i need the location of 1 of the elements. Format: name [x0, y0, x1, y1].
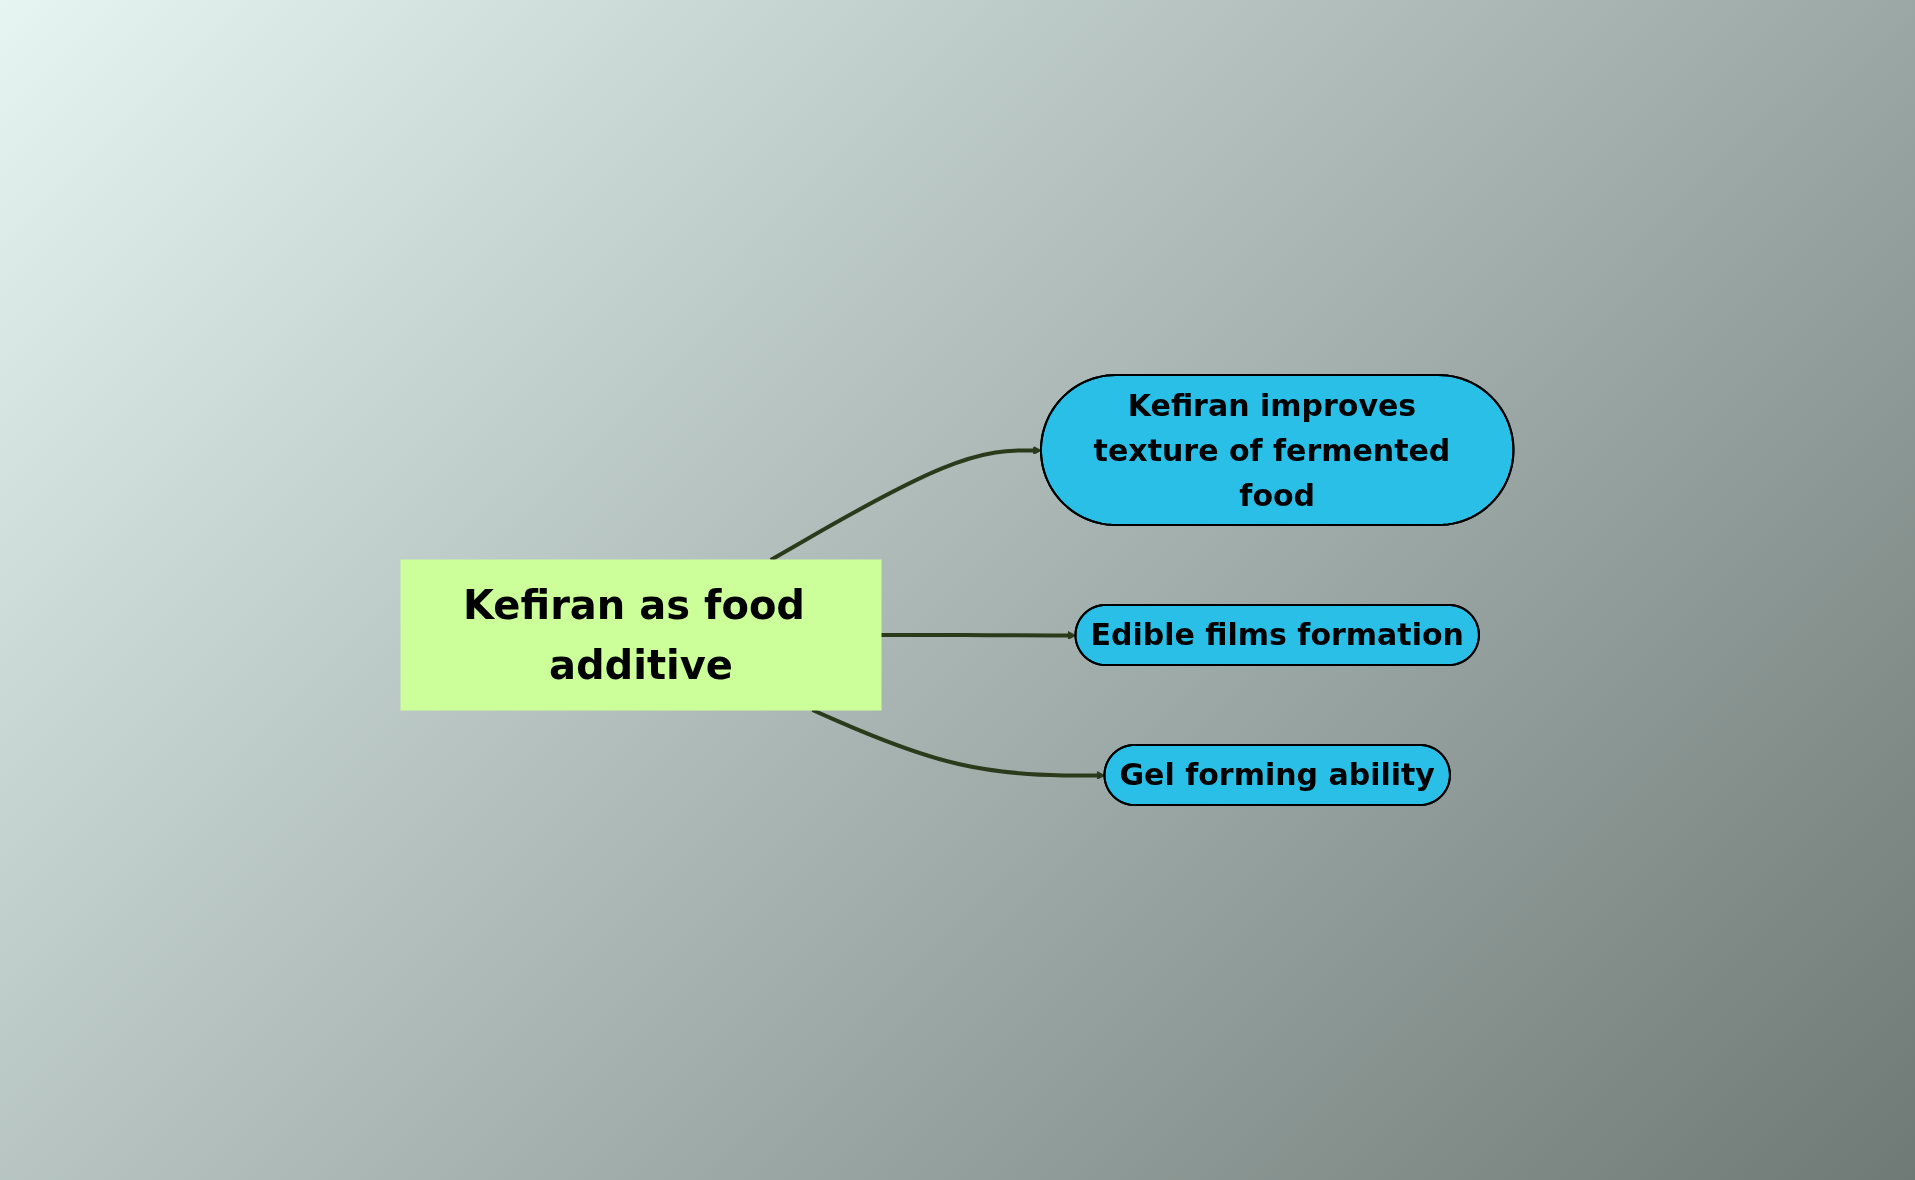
node-box: Kefiran as food additive [400, 559, 882, 711]
